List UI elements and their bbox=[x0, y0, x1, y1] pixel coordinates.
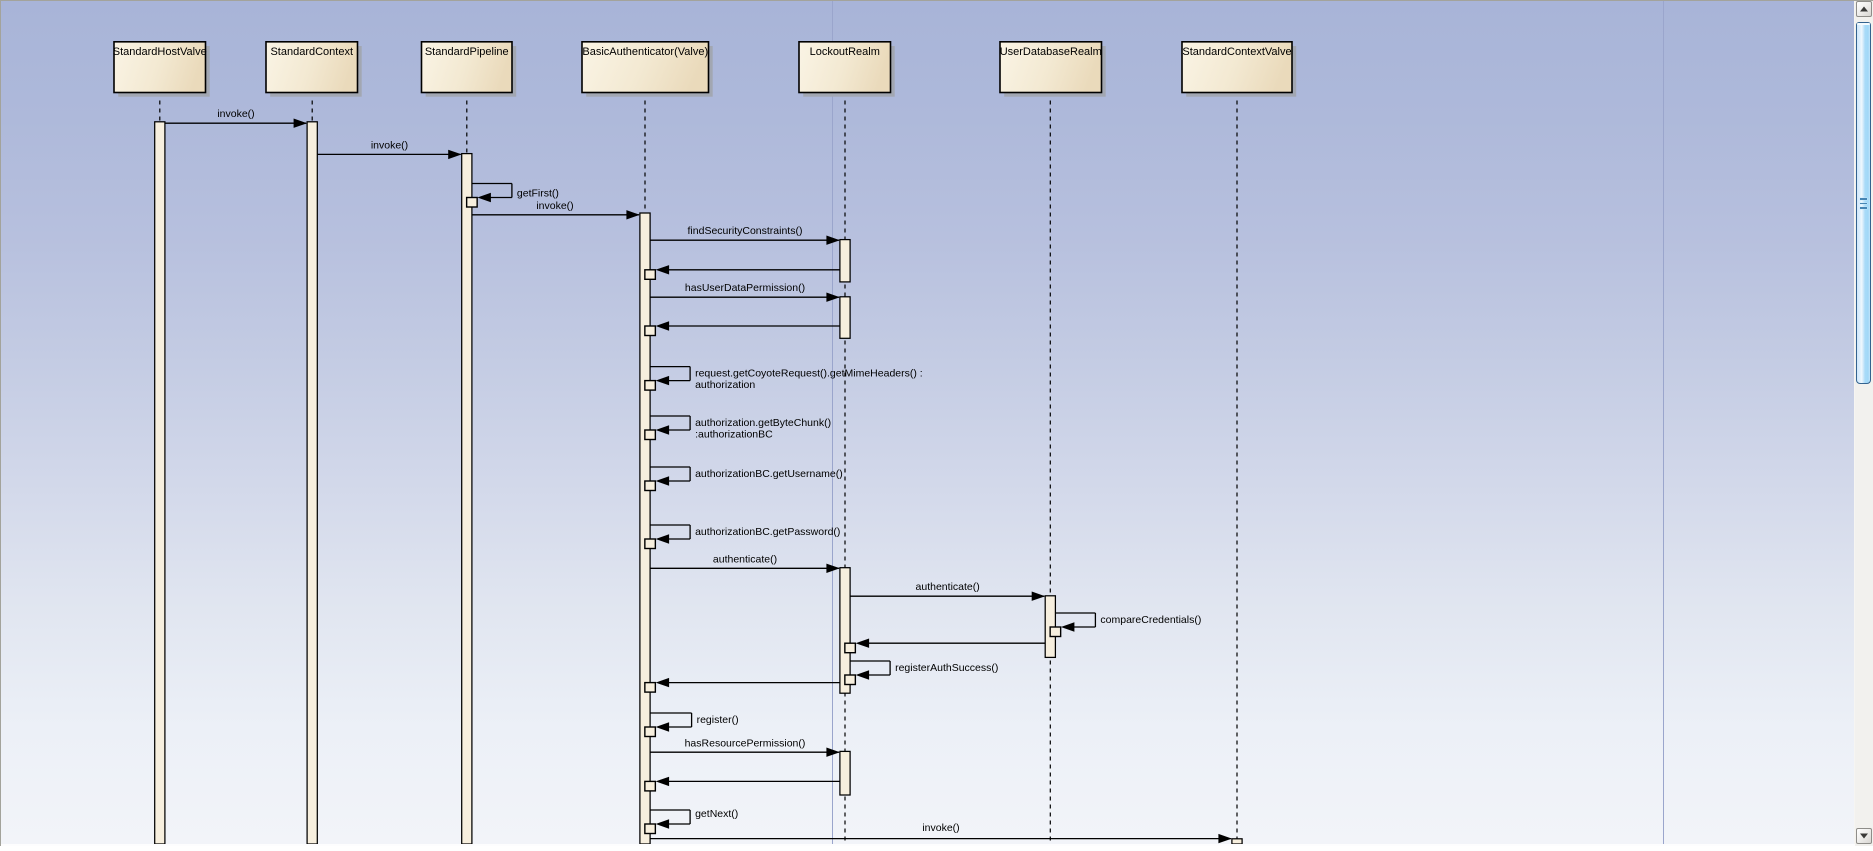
svg-text:authorization.getByteChunk(): authorization.getByteChunk() bbox=[695, 417, 831, 429]
svg-text:registerAuthSuccess(): registerAuthSuccess() bbox=[895, 662, 998, 674]
svg-text:StandardContextValve: StandardContextValve bbox=[1182, 46, 1291, 58]
svg-text:BasicAuthenticator(Valve): BasicAuthenticator(Valve) bbox=[582, 46, 708, 58]
svg-text:request.getCoyoteRequest().get: request.getCoyoteRequest().getMimeHeader… bbox=[695, 368, 923, 380]
svg-text:LockoutRealm: LockoutRealm bbox=[810, 46, 880, 58]
svg-text:register(): register() bbox=[697, 714, 739, 726]
svg-text:getFirst(): getFirst() bbox=[517, 188, 559, 200]
svg-text:invoke(): invoke() bbox=[371, 139, 408, 151]
svg-text:findSecurityConstraints(): findSecurityConstraints() bbox=[688, 225, 803, 237]
svg-text:StandardHostValve: StandardHostValve bbox=[113, 46, 207, 58]
svg-text:invoke(): invoke() bbox=[536, 200, 573, 212]
svg-text:getNext(): getNext() bbox=[695, 808, 738, 820]
svg-text:authenticate(): authenticate() bbox=[916, 581, 980, 593]
svg-text:hasUserDataPermission(): hasUserDataPermission() bbox=[685, 282, 805, 294]
svg-text:StandardPipeline: StandardPipeline bbox=[425, 46, 509, 58]
svg-text:StandardContext: StandardContext bbox=[270, 46, 353, 58]
svg-text:hasResourcePermission(): hasResourcePermission() bbox=[685, 738, 806, 750]
svg-text:authenticate(): authenticate() bbox=[713, 553, 777, 565]
svg-text:invoke(): invoke() bbox=[922, 822, 959, 834]
svg-text:authorizationBC.getPassword(): authorizationBC.getPassword() bbox=[695, 526, 840, 538]
svg-text::authorizationBC: :authorizationBC bbox=[695, 429, 773, 441]
svg-text:invoke(): invoke() bbox=[217, 108, 254, 120]
svg-text:UserDatabaseRealm: UserDatabaseRealm bbox=[1000, 46, 1102, 58]
svg-text:authorization: authorization bbox=[695, 379, 755, 391]
svg-text:compareCredentials(): compareCredentials() bbox=[1100, 614, 1201, 626]
svg-text:authorizationBC.getUsername(): authorizationBC.getUsername() bbox=[695, 468, 843, 480]
